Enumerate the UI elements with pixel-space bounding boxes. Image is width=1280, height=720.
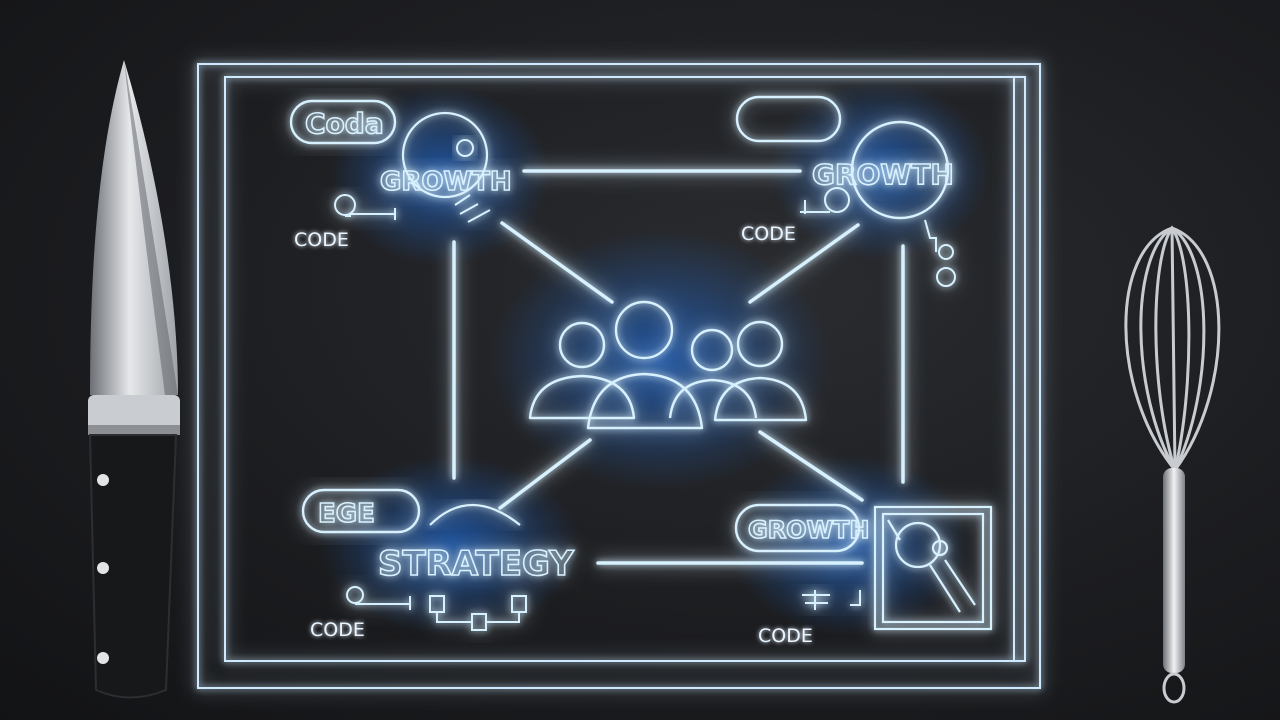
tl-halo [330,85,550,265]
bottom-right-frame [873,505,993,631]
code-label-top-left: CODE [294,229,349,251]
bottom-right-pill [734,503,861,553]
center-halo [490,230,830,490]
code-label-top-right: CODE [741,223,796,245]
top-right-cluster: GROWTH CODE [735,95,956,287]
top-right-title: GROWTH [812,158,954,191]
bottom-left-title: STRATEGY [378,544,574,584]
chef-knife-icon [88,60,180,699]
code-label-bottom-left: CODE [310,619,365,641]
code-label-bottom-right: CODE [758,625,813,647]
neon-frame [197,63,1041,689]
top-left-pill-label: Coda [305,107,384,140]
bottom-left-pill [301,488,421,534]
top-left-cluster: Coda GROWTH CODE [289,99,512,251]
bottom-right-pill-label: GROWTH [748,516,870,544]
top-right-pill [735,95,842,143]
bottom-left-pill-label: EGE [318,499,375,529]
bottom-right-cluster: GROWTH CODE [734,503,993,647]
bottom-left-cluster: EGE STRATEGY CODE [301,488,575,641]
bl-halo [320,455,580,635]
whisk-icon [1124,225,1221,704]
top-left-pill [289,99,397,145]
tr-halo [770,80,990,260]
top-left-title: GROWTH [380,167,512,197]
connector-lines [452,169,905,565]
team-people-icon [528,300,808,430]
